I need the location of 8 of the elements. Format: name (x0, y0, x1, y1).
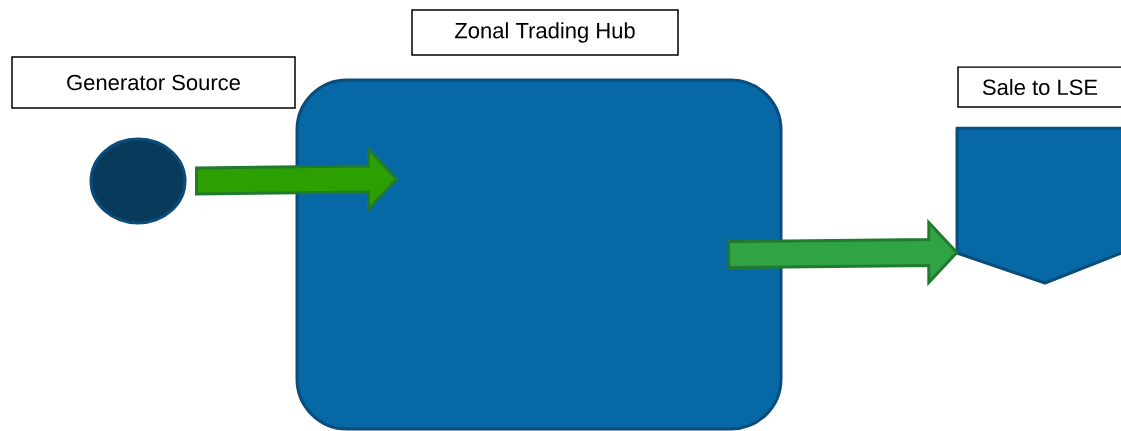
block-arrow (727, 218, 959, 287)
label-box: Sale to LSE (957, 66, 1121, 108)
label-box: Generator Source (11, 56, 296, 109)
circle-shape (89, 137, 187, 225)
label-box: Zonal Trading Hub (411, 9, 679, 56)
block-arrow (195, 145, 399, 213)
pentagon-shape (955, 126, 1121, 285)
rounded-box (295, 78, 783, 431)
